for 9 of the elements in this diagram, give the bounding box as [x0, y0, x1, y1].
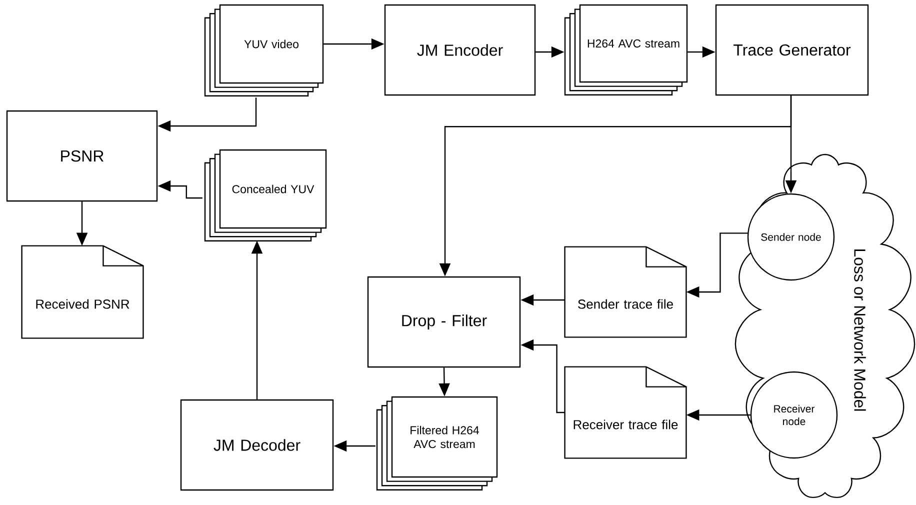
- process-box: JM Decoder: [180, 399, 334, 491]
- file-stack: YUV video: [204, 4, 324, 96]
- file-stack: Filtered H264 AVC stream: [376, 396, 498, 490]
- file-stack: Concealed YUV: [204, 149, 327, 242]
- process-box: JM Encoder: [384, 4, 536, 96]
- process-box: PSNR: [6, 110, 158, 202]
- file-stack: H264 AVC stream: [564, 4, 688, 96]
- process-box: Trace Generator: [715, 4, 869, 96]
- process-box: Drop - Filter: [367, 276, 521, 368]
